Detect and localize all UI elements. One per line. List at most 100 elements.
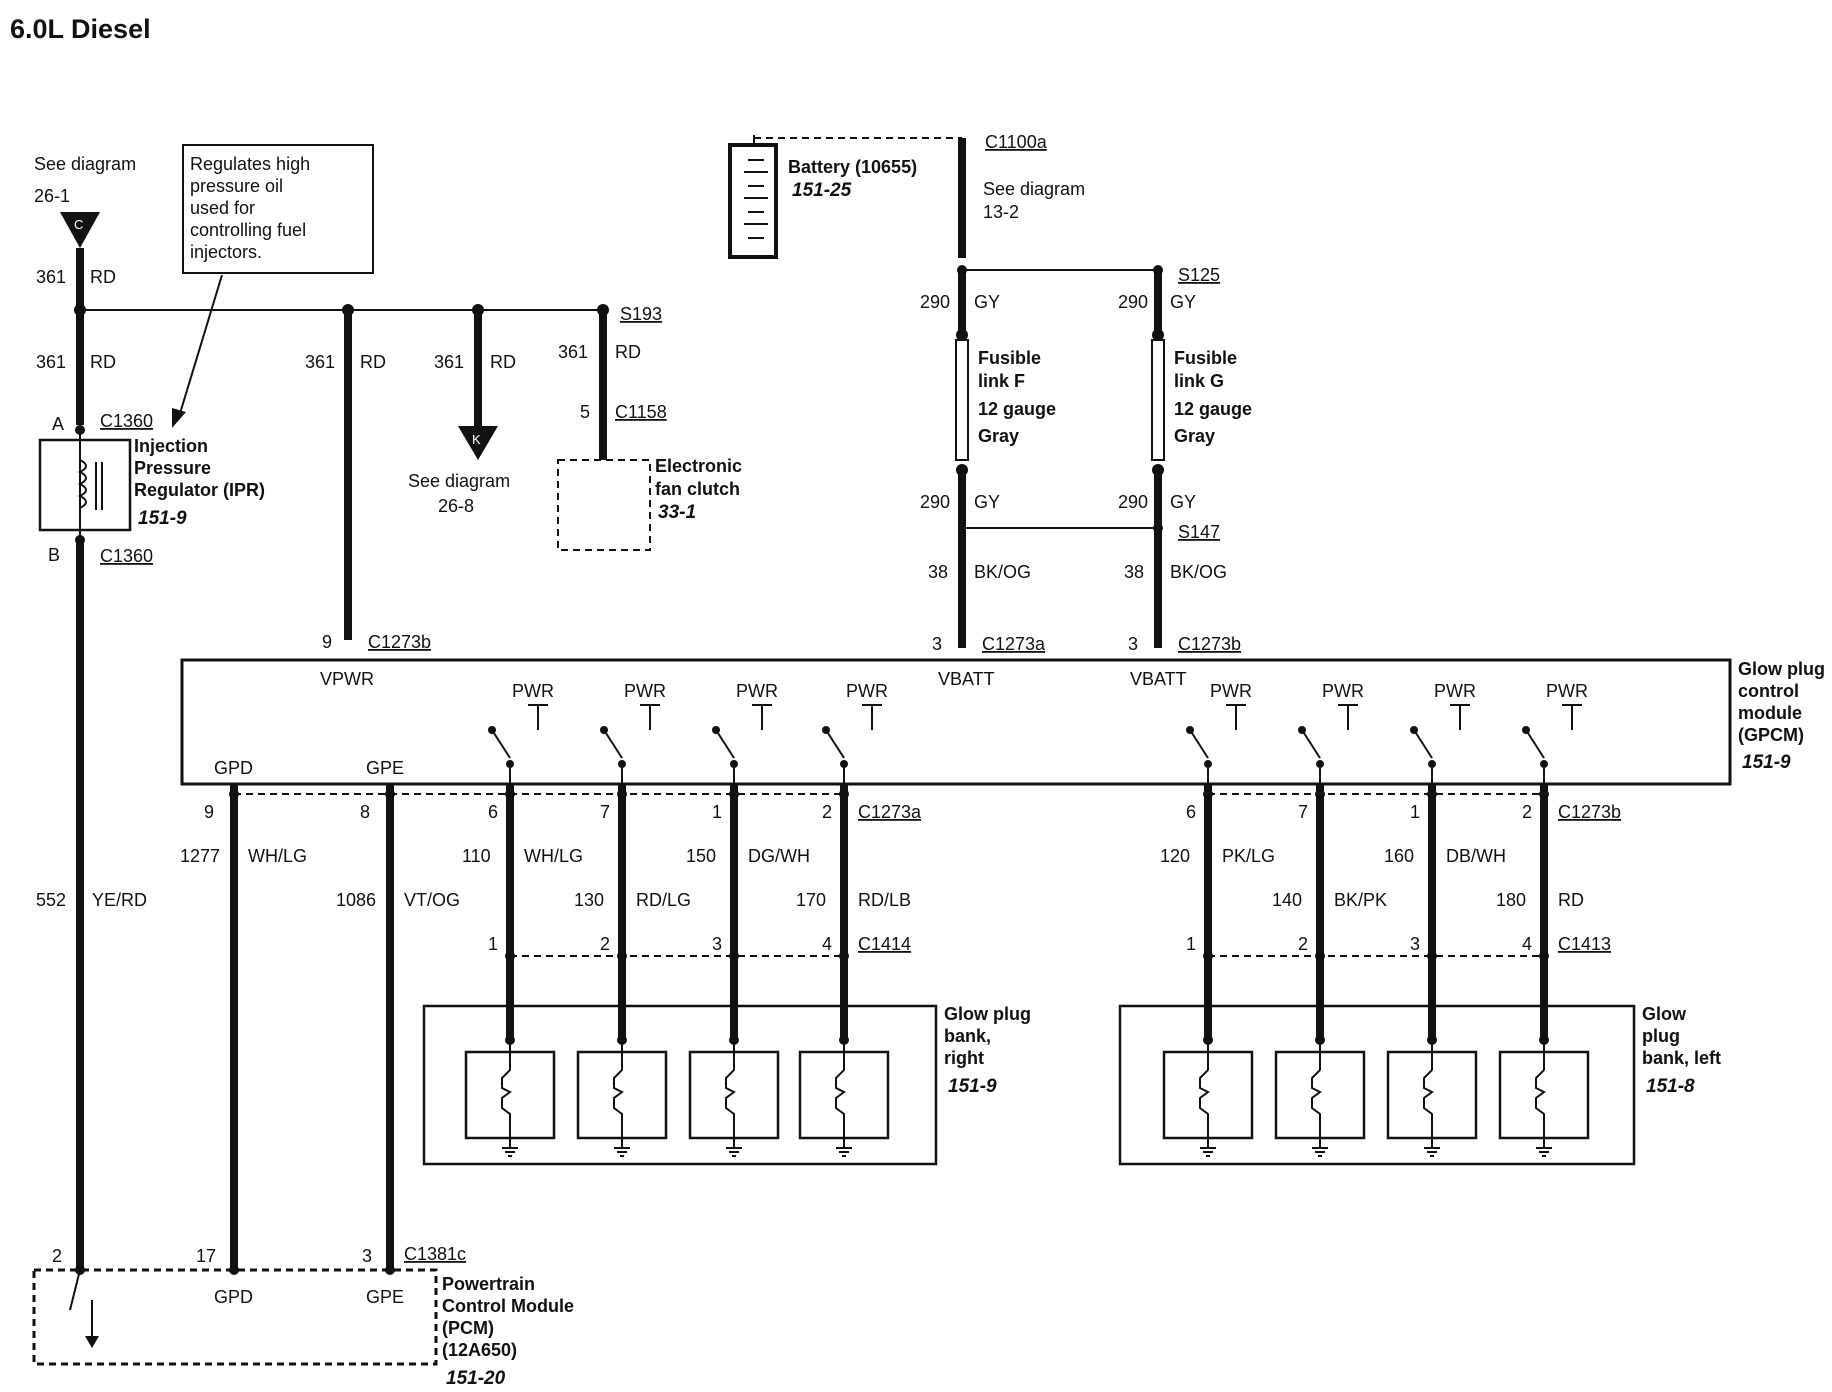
right_bank-label: Glow plug xyxy=(944,1004,1031,1024)
battery xyxy=(728,135,778,259)
svg-text:Gray: Gray xyxy=(978,426,1019,446)
svg-text:33-1: 33-1 xyxy=(658,502,696,523)
connector-k-symbol xyxy=(458,426,498,460)
svg-text:Gray: Gray xyxy=(1174,426,1215,446)
svg-text:Fusible: Fusible xyxy=(1174,348,1237,368)
svg-text:See diagram: See diagram xyxy=(983,179,1085,199)
right_bank-conn-top: C1273a xyxy=(858,802,922,822)
svg-text:C1360: C1360 xyxy=(100,411,153,431)
svg-text:GY: GY xyxy=(1170,292,1196,312)
wire-color: RD xyxy=(1558,890,1584,910)
left_bank-box xyxy=(1118,1004,1636,1166)
right_bank-conn-bottom: C1414 xyxy=(858,934,911,954)
svg-text:2: 2 xyxy=(52,1246,62,1266)
svg-text:C: C xyxy=(74,217,83,232)
pin-bottom: 3 xyxy=(1410,934,1420,954)
gpcm-label: Glow plug xyxy=(1738,659,1825,679)
fan-clutch-label: Electronic xyxy=(655,456,742,476)
svg-text:RD: RD xyxy=(90,267,116,287)
wire-color: DB/WH xyxy=(1446,846,1506,866)
svg-text:C1158: C1158 xyxy=(615,402,667,422)
svg-text:8: 8 xyxy=(360,802,370,822)
source-see-diagram-top: See diagram 26-1 C xyxy=(34,154,136,248)
svg-text:GPE: GPE xyxy=(366,758,404,778)
svg-text:C1273b: C1273b xyxy=(368,632,431,652)
circuit-number: 160 xyxy=(1384,846,1414,866)
circuit-number: 150 xyxy=(686,846,716,866)
circuit-number: 180 xyxy=(1496,890,1526,910)
svg-text:Regulator (IPR): Regulator (IPR) xyxy=(134,480,265,500)
switch-contact xyxy=(715,729,735,759)
label-361: 361 xyxy=(36,267,66,287)
svg-text:5: 5 xyxy=(580,402,590,422)
pwr-label: PWR xyxy=(736,681,778,701)
svg-text:26-1: 26-1 xyxy=(34,186,70,206)
svg-text:injectors.: injectors. xyxy=(190,242,262,262)
pin-bottom: 2 xyxy=(600,934,610,954)
left_bank-label: Glow xyxy=(1642,1004,1687,1024)
wire-color: PK/LG xyxy=(1222,846,1275,866)
svg-text:3: 3 xyxy=(1128,634,1138,654)
svg-text:C1273a: C1273a xyxy=(982,634,1046,654)
fusible-link-f xyxy=(955,339,969,461)
svg-text:GY: GY xyxy=(974,492,1000,512)
svg-text:BK/OG: BK/OG xyxy=(1170,562,1227,582)
pwr-label: PWR xyxy=(1434,681,1476,701)
svg-text:1277: 1277 xyxy=(180,846,220,866)
pwr-label: PWR xyxy=(624,681,666,701)
pwr-label: PWR xyxy=(512,681,554,701)
svg-text:See diagram: See diagram xyxy=(408,471,510,491)
svg-text:12 gauge: 12 gauge xyxy=(1174,399,1252,419)
wire-color: WH/LG xyxy=(524,846,583,866)
svg-text:290: 290 xyxy=(920,292,950,312)
svg-text:38: 38 xyxy=(1124,562,1144,582)
pin-bottom: 4 xyxy=(822,934,832,954)
svg-text:GPD: GPD xyxy=(214,758,253,778)
left_bank-conn-bottom: C1413 xyxy=(1558,934,1611,954)
pin-bottom: 2 xyxy=(1298,934,1308,954)
switch-contact xyxy=(1301,729,1321,759)
pin-top: 1 xyxy=(712,802,722,822)
pin-top: 2 xyxy=(1522,802,1532,822)
svg-text:290: 290 xyxy=(1118,292,1148,312)
svg-text:361: 361 xyxy=(434,352,464,372)
svg-text:YE/RD: YE/RD xyxy=(92,890,147,910)
left_bank-conn-top: C1273b xyxy=(1558,802,1621,822)
connector-c1100a: C1100a xyxy=(985,132,1048,152)
switch-contact xyxy=(1525,729,1545,759)
circuit-number: 170 xyxy=(796,890,826,910)
svg-text:plug: plug xyxy=(1642,1026,1680,1046)
pwr-label: PWR xyxy=(1210,681,1252,701)
svg-text:290: 290 xyxy=(1118,492,1148,512)
svg-text:RD: RD xyxy=(615,342,641,362)
svg-text:361: 361 xyxy=(36,352,66,372)
svg-text:1086: 1086 xyxy=(336,890,376,910)
circuit-number: 130 xyxy=(574,890,604,910)
pin-top: 1 xyxy=(1410,802,1420,822)
pin-top: 7 xyxy=(1298,802,1308,822)
svg-text:26-8: 26-8 xyxy=(438,496,474,516)
pcm-box xyxy=(32,1268,438,1366)
svg-text:151-20: 151-20 xyxy=(446,1368,506,1389)
svg-text:Fusible: Fusible xyxy=(978,348,1041,368)
svg-text:Control Module: Control Module xyxy=(442,1296,574,1316)
svg-text:control: control xyxy=(1738,681,1799,701)
pin-bottom: 1 xyxy=(488,934,498,954)
svg-text:RD: RD xyxy=(360,352,386,372)
svg-text:module: module xyxy=(1738,703,1802,723)
svg-text:9: 9 xyxy=(322,632,332,652)
pin-top: 7 xyxy=(600,802,610,822)
svg-text:GPE: GPE xyxy=(366,1287,404,1307)
pwr-label: PWR xyxy=(1546,681,1588,701)
svg-text:BK/OG: BK/OG xyxy=(974,562,1031,582)
switch-contact xyxy=(603,729,623,759)
pcm-label: Powertrain xyxy=(442,1274,535,1294)
pin-top: 6 xyxy=(1186,802,1196,822)
wire-color: DG/WH xyxy=(748,846,810,866)
svg-text:12 gauge: 12 gauge xyxy=(978,399,1056,419)
svg-text:VBATT: VBATT xyxy=(938,669,995,689)
svg-text:bank,: bank, xyxy=(944,1026,991,1046)
note-box: Regulates high pressure oil used for con… xyxy=(172,144,374,428)
